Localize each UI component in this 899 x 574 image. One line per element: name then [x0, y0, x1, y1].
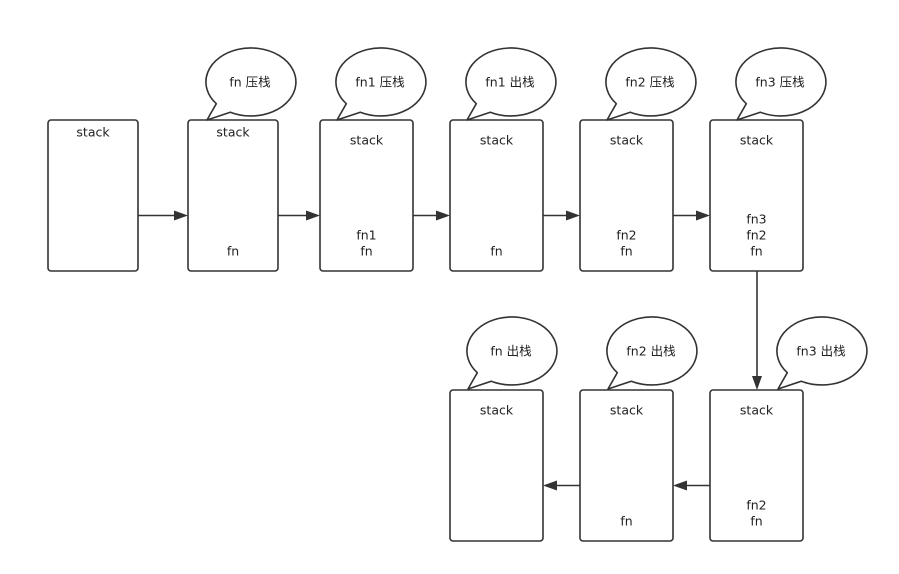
stack-title: stack — [480, 133, 514, 148]
stack-frame: fn — [620, 244, 632, 259]
stack-title: stack — [76, 125, 110, 140]
connection-arrow — [413, 210, 450, 221]
arrowhead — [696, 210, 710, 221]
stack-box-outline — [579, 389, 674, 542]
stack-box-s7: stack fn — [579, 389, 674, 542]
stack-box-s3: stack fn — [449, 119, 544, 272]
speech-bubble: fn 压栈 — [205, 47, 297, 121]
stack-box-outline — [187, 119, 279, 272]
bubble-label: fn3 压栈 — [755, 75, 804, 90]
connection-arrow — [278, 210, 320, 221]
speech-bubble-shape — [735, 47, 827, 121]
speech-bubble: fn3 压栈 — [735, 47, 827, 121]
connection-arrow — [543, 210, 580, 221]
stack-box-s1: stack fn — [187, 119, 279, 272]
bubble-label: fn 压栈 — [229, 75, 270, 90]
stack-title: stack — [350, 133, 384, 148]
stack-title: stack — [610, 133, 644, 148]
connection-arrow — [752, 271, 762, 390]
connection-arrow — [673, 480, 710, 491]
connection-arrow — [673, 210, 710, 221]
bubble-label: fn 出栈 — [490, 344, 531, 359]
bubble-label: fn2 压栈 — [625, 75, 674, 90]
speech-bubble-shape — [335, 47, 427, 121]
arrowhead — [752, 376, 762, 390]
speech-bubble-shape — [605, 47, 697, 121]
speech-bubble: fn1 压栈 — [335, 47, 427, 121]
stack-box-outline — [449, 119, 544, 272]
stack-box-outline — [319, 119, 414, 272]
stack-frame: fn2 — [616, 228, 636, 243]
arrowhead — [306, 210, 320, 221]
stack-frame: fn3 — [746, 212, 766, 227]
speech-bubble-shape — [465, 47, 557, 121]
connection-arrow — [138, 210, 188, 221]
speech-bubble: fn3 出栈 — [776, 316, 868, 390]
arrowhead — [566, 210, 580, 221]
bubble-label: fn3 出栈 — [796, 344, 845, 359]
stack-title: stack — [740, 403, 774, 418]
speech-bubble: fn 出栈 — [466, 316, 558, 390]
connection-arrow — [543, 480, 580, 491]
speech-bubble-shape — [466, 316, 558, 390]
stack-title: stack — [610, 403, 644, 418]
stack-box-s0: stack — [47, 119, 139, 272]
stack-title: stack — [216, 125, 250, 140]
stack-box-outline — [47, 119, 139, 272]
stack-frame: fn1 — [356, 228, 376, 243]
speech-bubble-shape — [205, 47, 297, 121]
stack-box-outline — [449, 389, 544, 542]
stack-title: stack — [480, 403, 514, 418]
stack-title: stack — [740, 133, 774, 148]
stack-frame: fn2 — [746, 228, 766, 243]
stack-frame: fn — [490, 244, 502, 259]
speech-bubble: fn2 出栈 — [606, 316, 698, 390]
arrowhead — [673, 480, 687, 491]
stack-frame: fn2 — [746, 498, 766, 513]
speech-bubble-shape — [606, 316, 698, 390]
stack-frame: fn — [360, 244, 372, 259]
stack-frame: fn — [620, 514, 632, 529]
stack-box-s8: stack — [449, 389, 544, 542]
arrowhead — [174, 210, 188, 221]
stack-frame: fn — [750, 244, 762, 259]
bubble-label: fn1 压栈 — [355, 75, 404, 90]
stack-box-outline — [709, 389, 804, 542]
arrowhead — [436, 210, 450, 221]
speech-bubble: fn2 压栈 — [605, 47, 697, 121]
stack-frame: fn — [750, 514, 762, 529]
arrowhead — [543, 480, 557, 491]
bubble-label: fn1 出栈 — [485, 75, 534, 90]
stack-box-outline — [709, 119, 804, 272]
speech-bubble: fn1 出栈 — [465, 47, 557, 121]
speech-bubble-shape — [776, 316, 868, 390]
stack-frame: fn — [227, 244, 239, 259]
bubble-label: fn2 出栈 — [626, 344, 675, 359]
stack-box-outline — [579, 119, 674, 272]
